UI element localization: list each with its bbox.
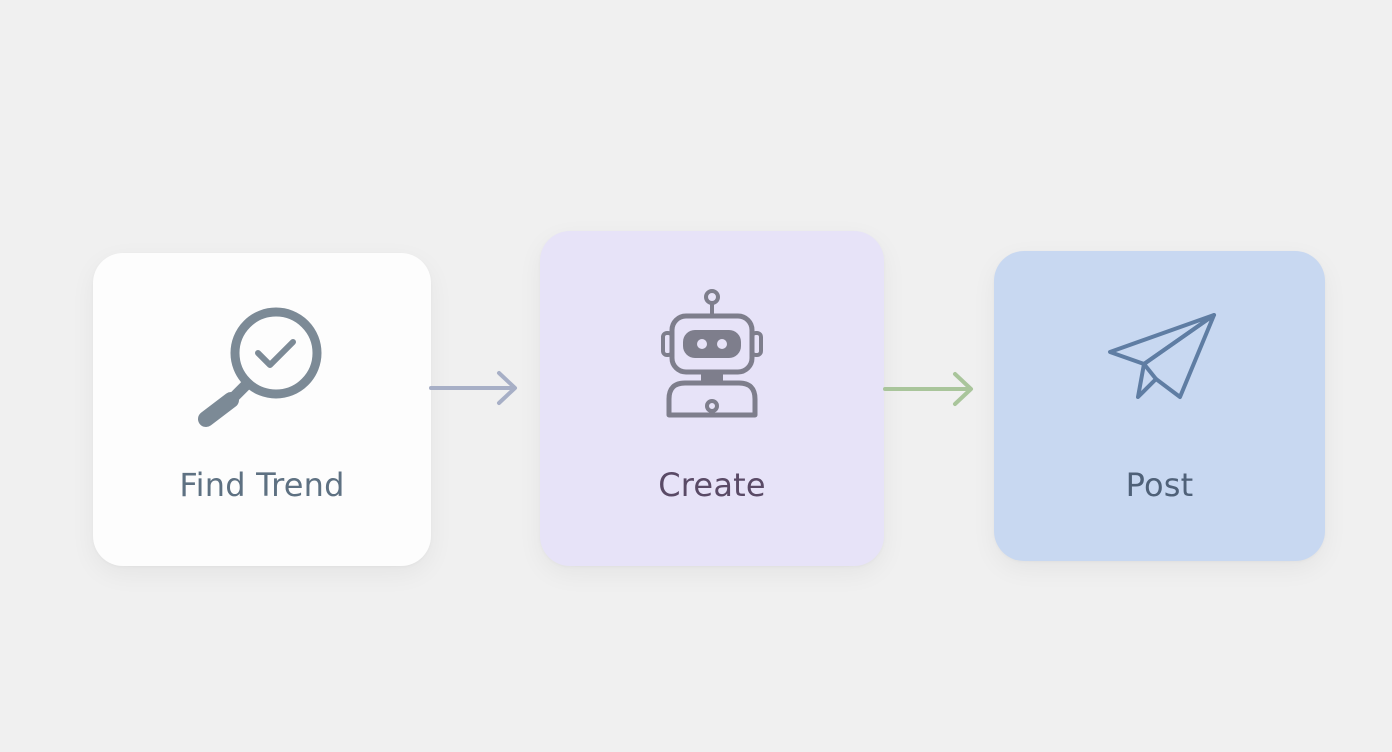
step-label-create: Create	[658, 466, 766, 504]
step-label-post: Post	[1125, 466, 1194, 504]
step-card-find-trend: Find Trend	[93, 253, 431, 566]
step-label-find-trend: Find Trend	[179, 466, 345, 504]
magnifier-check-icon	[198, 307, 322, 427]
step-card-post: Post	[994, 251, 1325, 561]
arrow-right-icon	[429, 371, 517, 405]
robot-icon	[661, 289, 763, 418]
step-card-create: Create	[540, 231, 884, 566]
paper-plane-icon	[1107, 313, 1216, 399]
arrow-right-icon	[883, 372, 973, 406]
